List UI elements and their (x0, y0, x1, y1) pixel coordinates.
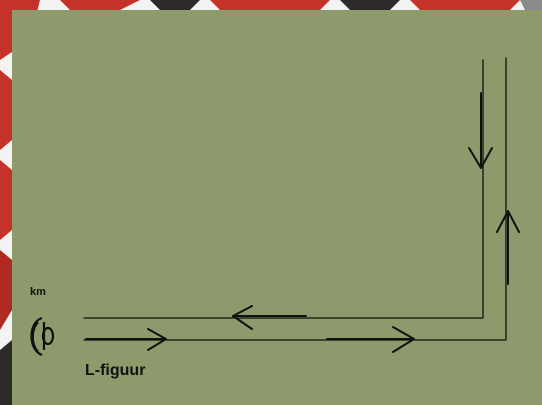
figure-label: L-figuur (85, 362, 146, 379)
outer-l-path (83, 57, 507, 341)
unit-label: km (30, 286, 46, 298)
arrow-left (232, 305, 307, 330)
arrow-right-start (85, 328, 167, 351)
arrow-up (496, 210, 520, 285)
inner-l-path (83, 59, 484, 319)
arrow-down (468, 92, 493, 169)
arrow-right-middle (326, 326, 415, 353)
eye-icon (30, 316, 55, 357)
